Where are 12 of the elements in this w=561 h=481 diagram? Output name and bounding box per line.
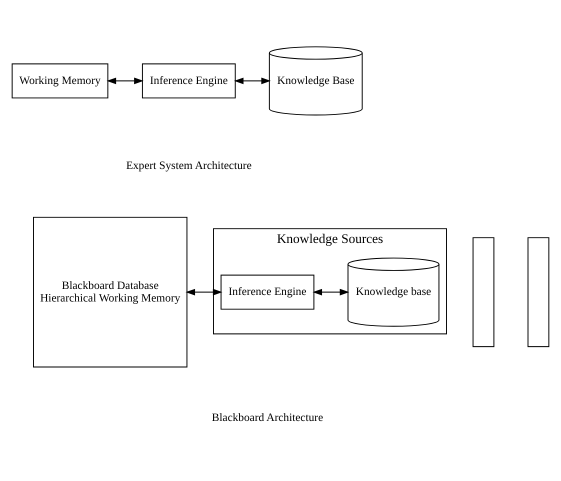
label: Expert System Architecture	[126, 160, 252, 172]
node-box: Inference Engine	[142, 62, 236, 98]
arrow	[234, 77, 271, 84]
node-box: Inference Engine	[220, 274, 314, 310]
node-box	[472, 236, 494, 347]
node-box: Working Memory	[12, 62, 108, 98]
node-box	[528, 236, 550, 347]
node-box: Blackboard Database Hierarchical Working Memory	[33, 216, 188, 367]
arrow	[106, 77, 144, 84]
label: Blackboard Architecture	[212, 412, 324, 424]
arrow	[186, 288, 222, 295]
arrow	[312, 288, 350, 295]
